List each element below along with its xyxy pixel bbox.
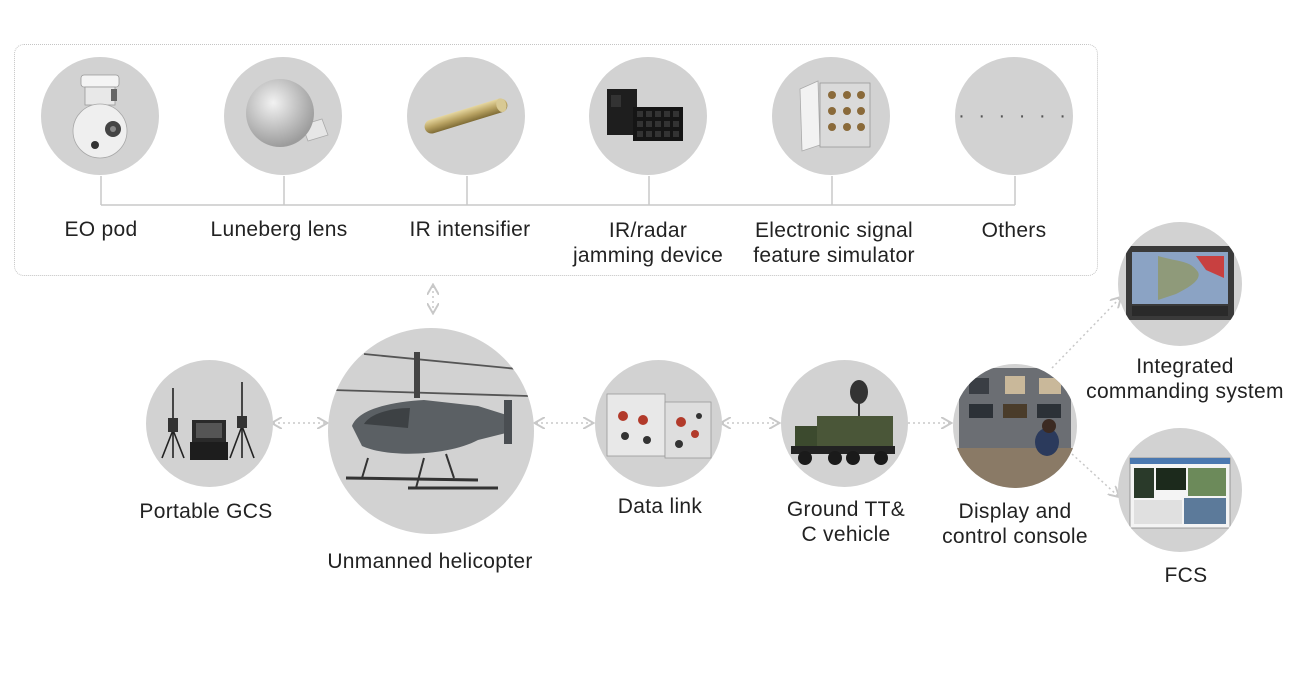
others-label: Others <box>981 219 1047 242</box>
ir-intensifier-icon <box>407 57 525 175</box>
console-label: Display and control console <box>942 500 1088 548</box>
ground-vehicle-icon <box>781 360 908 487</box>
command-screen-icon <box>1118 222 1242 346</box>
ellipsis-icon: · · · · · · <box>955 57 1073 175</box>
console-commanding-link <box>1051 298 1120 369</box>
signal-simulator-label: Electronic signal feature simulator <box>753 219 915 267</box>
others-dots: · · · · · · <box>958 104 1070 127</box>
jamming-device-label: IR/radar jamming device <box>572 219 724 267</box>
ir-intensifier-label: IR intensifier <box>409 218 531 241</box>
commanding-label: Integrated commanding system <box>1086 355 1284 403</box>
luneberg-lens-icon <box>224 57 342 175</box>
helicopter-icon <box>328 328 534 534</box>
console-fcs-link <box>1071 453 1118 496</box>
signal-simulator-icon <box>772 57 890 175</box>
data-link-module-icon <box>595 360 722 487</box>
payload-group-box <box>14 44 1098 276</box>
jamming-device-icon <box>589 57 707 175</box>
portable-gcs-label: Portable GCS <box>139 500 273 523</box>
eo-pod-label: EO pod <box>64 218 138 241</box>
fcs-screen-icon <box>1118 428 1242 552</box>
helicopter-label: Unmanned helicopter <box>327 550 533 573</box>
luneberg-lens-label: Luneberg lens <box>210 218 348 241</box>
ground-vehicle-label: Ground TT& C vehicle <box>786 498 906 546</box>
control-console-icon <box>953 364 1077 488</box>
antenna-tripods-icon <box>146 360 273 487</box>
eo-pod-icon <box>41 57 159 175</box>
fcs-label: FCS <box>1164 564 1208 587</box>
data-link-label: Data link <box>617 495 703 518</box>
